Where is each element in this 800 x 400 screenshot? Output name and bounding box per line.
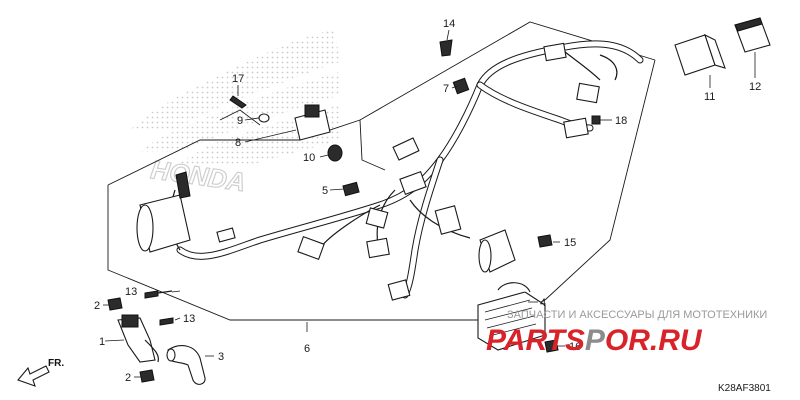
callout-4: 4: [540, 297, 546, 309]
part-7-clip: [452, 77, 470, 95]
part-10-cushion: [327, 144, 343, 162]
part-15-bolt: [537, 234, 553, 248]
callout-12: 12: [749, 81, 761, 93]
callout-labels: 1 2 2 3 4 5 6 7 8 9 10 11 12 13 13 14 15…: [94, 18, 761, 384]
callout-2-lower: 2: [125, 372, 131, 384]
site-watermark: ЗАПЧАСТИ И АКСЕССУАРЫ ДЛЯ МОТОТЕХНИКИ PA…: [486, 309, 767, 357]
watermark-tagline: ЗАПЧАСТИ И АКСЕССУАРЫ ДЛЯ МОТОТЕХНИКИ: [507, 309, 767, 321]
watermark-site-o: P: [585, 324, 606, 357]
horn-component: [478, 229, 516, 273]
part-13-bolt-lower: [159, 317, 174, 326]
front-direction-label: FR.: [48, 358, 64, 369]
part-5-connector: [342, 181, 360, 197]
callout-16: 16: [569, 341, 581, 353]
callout-11: 11: [704, 91, 715, 103]
part-17-bolt: [229, 95, 247, 109]
part-2-clip-lower: [139, 369, 155, 383]
part-16-bolt: [544, 339, 559, 353]
part-1-starter-relay: [117, 314, 160, 363]
watermark-site: PARTSPOR.RU: [486, 324, 703, 357]
callout-7: 7: [443, 83, 449, 95]
callout-5: 5: [322, 185, 328, 197]
callout-8: 8: [235, 137, 241, 149]
callout-1: 1: [99, 336, 105, 348]
callout-9: 9: [237, 115, 243, 127]
callout-14: 14: [443, 18, 455, 30]
front-arrow-icon: [17, 365, 50, 387]
part-11-relay: [674, 33, 726, 76]
callout-2-upper: 2: [94, 300, 100, 312]
part-3-rubber-boot: [166, 345, 206, 385]
part-14-clip: [439, 39, 453, 57]
callout-13-lower: 13: [183, 313, 195, 325]
part-4-regulator-rectifier: [477, 282, 546, 351]
front-direction-indicator: FR.: [17, 358, 64, 387]
starter-motor: [136, 171, 191, 253]
callout-15: 15: [564, 237, 576, 249]
watermark-site-right: OR.RU: [605, 324, 703, 357]
part-2-clip-upper: [107, 297, 123, 311]
callout-6: 6: [304, 343, 310, 355]
part-18-clip: [591, 115, 601, 125]
callout-13-upper: 13: [125, 286, 137, 298]
callout-10: 10: [303, 152, 315, 164]
part-12-relay: [734, 17, 771, 53]
part-9-grommet: [258, 113, 270, 123]
leader-lines: [103, 29, 756, 378]
callout-3: 3: [218, 351, 224, 363]
callout-18: 18: [615, 115, 627, 127]
part-13-bolt-upper: [144, 290, 173, 299]
watermark-site-left: PARTS: [486, 324, 585, 357]
harness-connectors: [216, 42, 600, 301]
diagram-code: K28AF3801: [718, 383, 771, 394]
callout-17: 17: [232, 73, 244, 85]
part-8-relay-bracket: [294, 104, 331, 141]
